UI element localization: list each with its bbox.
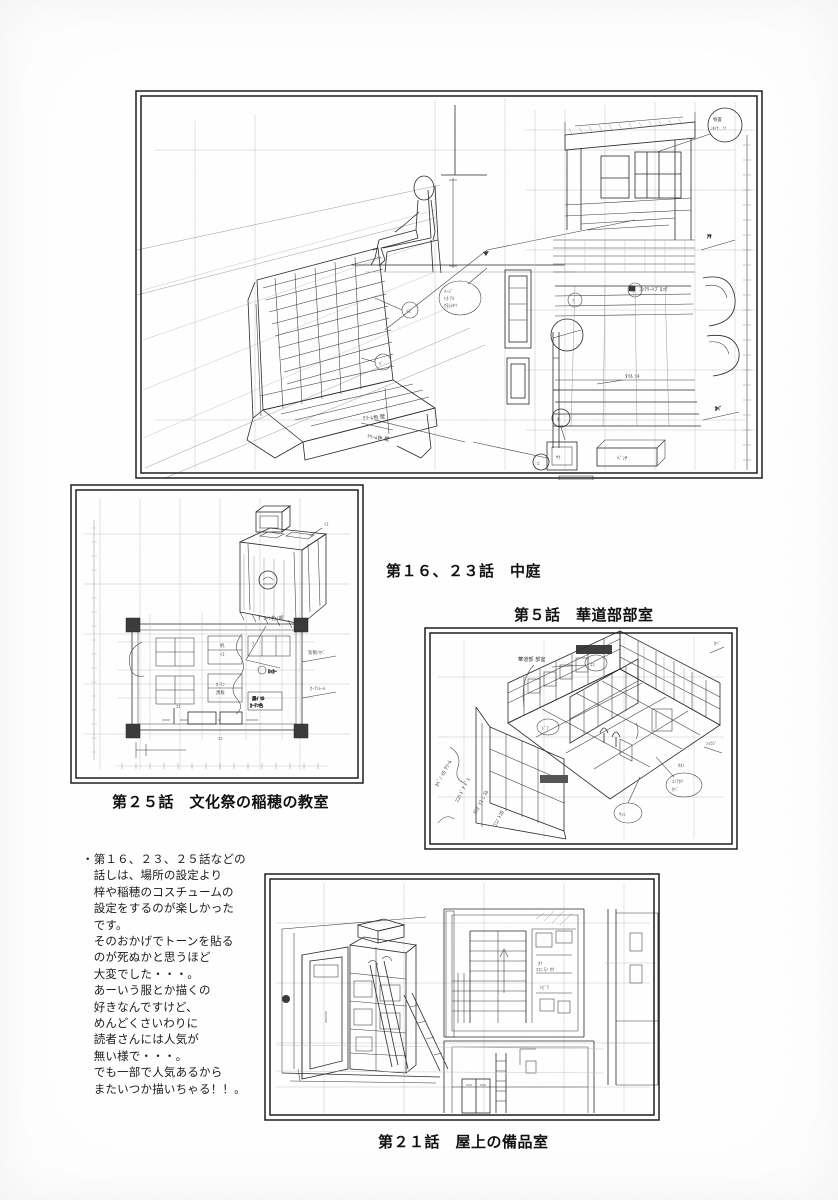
svg-text:ｸﾘｰﾑ色 壁: ｸﾘｰﾑ色 壁 — [367, 432, 390, 443]
svg-text:ｺｺ: ｺｺ — [590, 662, 594, 668]
svg-text:ｺﾝｸﾘｰﾄﾌﾞﾛｯｸ: ｺﾝｸﾘｰﾄﾌﾞﾛｯｸ — [639, 286, 668, 293]
bench-callouts: ｲｽ ﾊﾞ — [360, 297, 419, 371]
supply-room-interior — [281, 916, 449, 1084]
svg-text:ｲｽ: ｲｽ — [324, 522, 329, 528]
svg-text:ﾄﾋﾞﾗ: ﾄﾋﾞﾗ — [540, 984, 549, 991]
svg-text:窓側ﾉｶﾍﾞ: 窓側ﾉｶﾍﾞ — [308, 649, 326, 656]
svg-text:ｶﾓｼﾚﾅｲ: ｶﾓｼﾚﾅｲ — [444, 303, 457, 309]
seated-figure-sketch — [351, 105, 575, 274]
svg-text:ﾎ: ﾎ — [557, 417, 560, 423]
svg-text:ｴ: ｴ — [537, 461, 540, 467]
note-tile: ﾀｲﾙ ｼｷ — [596, 373, 640, 385]
lower-box-objects: ﾍﾞﾝﾁ ｴ — [532, 439, 666, 480]
classroom-floorplan: 机 ｲｽ ｶｰﾃﾝ 黒板 ｱ ﾛｯｶｰ 黒ｲ ﾏﾙ — [116, 612, 337, 769]
svg-text:ｼｮｳｼﾞ: ｼｮｳｼﾞ — [706, 740, 717, 747]
svg-text:ﾊﾞ: ﾊﾞ — [379, 360, 383, 367]
panel-kadoubu: 華道部 部室 — [424, 627, 738, 850]
svg-text:黒板: 黒板 — [216, 689, 225, 696]
svg-text:ｶｰﾃﾝﾚｰﾙ: ｶｰﾃﾝﾚｰﾙ — [310, 686, 326, 692]
rooftop-drawing: ﾀﾅ ｺｺﾆ ﾓﾉ ｵｸ ﾄﾋﾞﾗ — [264, 873, 660, 1121]
rooftop-plan-elevation: ﾀﾅ ｺｺﾆ ﾓﾉ ｵｸ ﾄﾋﾞﾗ — [443, 908, 660, 1114]
svg-text:ｸﾞﾘｰﾝ色ﾉ机: ｸﾞﾘｰﾝ色ﾉ机 — [258, 614, 285, 622]
bench-sketch — [246, 247, 438, 461]
callout-circle-mid — [550, 318, 584, 352]
caption-kadoubu: 第５話 華道部部室 — [514, 607, 654, 624]
svg-text:ｶﾍﾞ: ｶﾍﾞ — [714, 640, 721, 647]
svg-text:ｻｯｼ: ｻｯｼ — [619, 812, 626, 818]
caption-courtyard: 第１６、２３話 中庭 — [386, 563, 542, 580]
svg-text:ｶﾍﾞ: ｶﾍﾞ — [672, 786, 679, 793]
svg-text:ﾐﾀｲﾅ...!!: ﾐﾀｲﾅ...!! — [710, 126, 727, 132]
svg-text:ﾀﾀﾐ: ﾀﾀﾐ — [678, 763, 685, 769]
kadoubu-isometric-room — [475, 630, 721, 840]
svg-text:ｺｺ: ｺｺ — [218, 736, 222, 742]
svg-text:ｱ: ｱ — [572, 299, 575, 305]
svg-text:ｲｽ: ｲｽ — [406, 309, 411, 315]
kadoubu-title-scribble: 華道部 部室 — [518, 655, 546, 663]
svg-text:ｺｺ: ｺｺ — [176, 704, 180, 710]
desk-callout — [258, 570, 278, 590]
author-comment-text: ・第１６、２３、２５話などの 話しは、場所の設定より 梓や稲穂のコスチュームの … — [82, 854, 246, 1096]
svg-text:黒ｲ ﾏﾙ: 黒ｲ ﾏﾙ — [252, 696, 265, 702]
svg-text:物置: 物置 — [713, 116, 722, 123]
svg-text:ｱｻ: ｱｻ — [707, 234, 711, 240]
svg-text:ﾀｲﾙ ｼｷ: ﾀｲﾙ ｼｷ — [625, 373, 640, 380]
caption-classroom: 第２５話 文化祭の稲穂の教室 — [112, 794, 330, 811]
callout-circle-top: 物置 ﾐﾀｲﾅ...!! — [656, 107, 743, 153]
svg-text:ﾄﾞｱ: ﾄﾞｱ — [542, 725, 549, 732]
svg-text:ｸﾘｰﾑ色 壁: ｸﾘｰﾑ色 壁 — [362, 412, 385, 422]
panel-courtyard: ｲｽ ﾊﾞ ｸﾘｰﾑ色 壁 — [135, 90, 763, 480]
svg-text:ｺｺﾆ ﾓﾉ ｵｸ: ｺｺﾆ ﾓﾉ ｵｸ — [536, 967, 554, 973]
svg-text:ﾄｶ ｱﾙ: ﾄｶ ｱﾙ — [444, 296, 455, 302]
svg-text:ﾛｯｶｰ: ﾛｯｶｰ — [268, 669, 277, 675]
svg-text:机: 机 — [220, 642, 225, 649]
svg-text:ﾍﾞﾝﾁ: ﾍﾞﾝﾁ — [617, 455, 628, 462]
teacher-desk-sketch: ｲｽ — [238, 505, 329, 629]
classroom-drawing: ｲｽ ｸﾞﾘｰﾝ色ﾉ机 — [70, 484, 364, 784]
courtyard-drawing: ｲｽ ﾊﾞ ｸﾘｰﾑ色 壁 — [135, 90, 763, 480]
svg-text:ｶｰﾃﾝ: ｶｰﾃﾝ — [216, 682, 225, 688]
kadoubu-callouts: ｺｺ ﾄﾞｱ ｻｯｼ ｺﾉｱﾀﾘ ｶﾍﾞ ﾀﾀﾐ ｼｮｳｼﾞ ｶﾍﾞ — [522, 640, 725, 824]
callout-circle-low: ﾎ — [551, 408, 571, 441]
handwriting-bench-note: ｸﾘｰﾑ色 壁 — [360, 412, 394, 431]
svg-text:ｶﾍﾞ: ｶﾍﾞ — [715, 405, 722, 412]
svg-text:ｲｽ: ｲｽ — [220, 652, 225, 658]
panel-frame — [135, 90, 763, 479]
svg-text:ﾒｰｼﾞ: ﾒｰｼﾞ — [444, 288, 453, 295]
framed-plaque: ｻｸ — [546, 441, 578, 471]
svg-text:ｳ: ｳ — [632, 289, 634, 295]
note-concrete-block: ｺﾝｸﾘｰﾄﾌﾞﾛｯｸ — [628, 285, 668, 293]
note-bubble-1: ﾒｰｼﾞ ﾄｶ ｱﾙ ｶﾓｼﾚﾅｲ — [438, 267, 488, 316]
svg-text:ｶｰﾃﾝ色: ｶｰﾃﾝ色 — [250, 702, 264, 709]
courtyard-building-sketch: 物置 ﾐﾀｲﾅ...!! — [504, 102, 755, 480]
svg-text:ｻｸ: ｻｸ — [556, 455, 560, 461]
caption-rooftop: 第２１話 屋上の備品室 — [378, 1134, 549, 1151]
svg-text:ｱ: ｱ — [252, 642, 255, 648]
panel-classroom: ｲｽ ｸﾞﾘｰﾝ色ﾉ机 — [70, 484, 364, 784]
svg-text:ｺﾉｱﾀﾘ: ｺﾉｱﾀﾘ — [672, 779, 683, 785]
svg-text:ﾀﾅ: ﾀﾅ — [538, 961, 543, 967]
panel-rooftop: ﾀﾅ ｺｺﾆ ﾓﾉ ｵｸ ﾄﾋﾞﾗ — [264, 873, 660, 1121]
kadoubu-drawing: 華道部 部室 — [424, 627, 738, 850]
